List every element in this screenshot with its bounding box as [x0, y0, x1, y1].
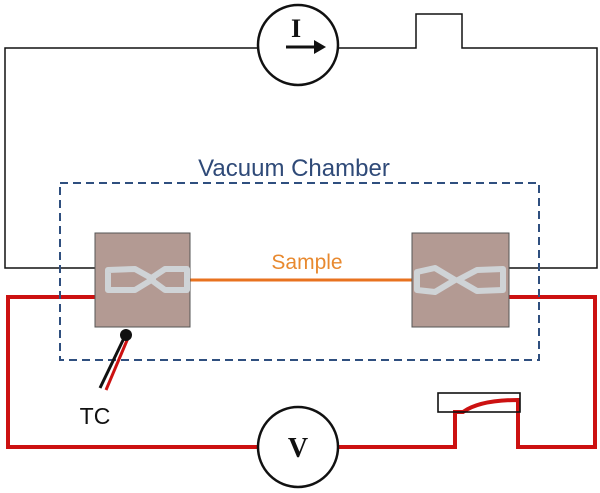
voltmeter-label: V — [288, 433, 308, 464]
current-wire — [4, 13, 598, 269]
switch-box — [437, 392, 521, 413]
current-source-label: I — [291, 14, 301, 43]
voltmeter-icon — [256, 405, 340, 489]
vacuum-chamber-label: Vacuum Chamber — [198, 155, 390, 182]
thermocouple-probe — [98, 329, 132, 391]
vacuum-chamber-box — [59, 182, 540, 361]
right-clip-icon — [414, 265, 506, 295]
thermocouple-label: TC — [80, 403, 111, 429]
left-clip-icon — [105, 266, 190, 293]
current-source-icon — [256, 3, 340, 87]
sample-label: Sample — [271, 251, 342, 274]
